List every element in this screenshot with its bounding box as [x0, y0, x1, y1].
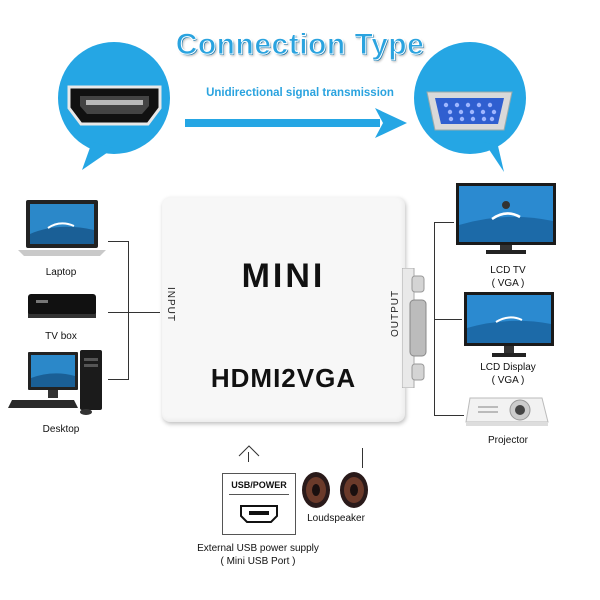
connector-line — [362, 448, 363, 468]
subtitle: Unidirectional signal transmission — [206, 87, 394, 99]
power-caption: External USB power supply ( Mini USB Por… — [178, 542, 338, 568]
output-label-lcd-tv: LCD TV ( VGA ) — [455, 264, 561, 290]
output-port-label: OUTPUT — [390, 289, 401, 337]
power-caption-sub: ( Mini USB Port ) — [220, 556, 296, 567]
vga-connector-icon — [426, 91, 513, 172]
page-title: Connection Type — [175, 28, 425, 62]
mini-usb-icon — [240, 505, 278, 523]
usb-power-port: USB/POWER — [222, 473, 296, 535]
connector-line — [108, 379, 128, 380]
input-port-label: INPUT — [165, 287, 176, 322]
up-arrow-icon — [238, 445, 260, 457]
connector-line — [434, 319, 462, 320]
lcd-tv-label: LCD TV — [490, 265, 526, 276]
connector-line — [108, 312, 160, 313]
input-label-tv-box: TV box — [45, 331, 77, 342]
tv-box-icon — [28, 294, 96, 318]
power-caption-text: External USB power supply — [197, 543, 319, 554]
hdmi2vga-converter: MINI HDMI2VGA INPUT OUTPUT — [162, 197, 405, 422]
lcd-display-label: LCD Display — [480, 362, 536, 373]
usb-power-label: USB/POWER — [231, 480, 287, 490]
loudspeaker-icon — [302, 472, 368, 508]
input-label-desktop: Desktop — [42, 424, 80, 435]
output-label-lcd-display: LCD Display ( VGA ) — [455, 361, 561, 387]
connector-line — [108, 241, 128, 242]
connector-line — [128, 241, 129, 380]
connector-line — [248, 452, 249, 462]
lcd-tv-icon — [456, 183, 556, 254]
lcd-display-sub: ( VGA ) — [491, 375, 525, 386]
hdmi-connector-bubble — [52, 42, 177, 170]
device-model: HDMI2VGA — [210, 363, 357, 393]
lcd-tv-sub: ( VGA ) — [491, 278, 525, 289]
output-label-projector: Projector — [487, 435, 528, 446]
device-brand: MINI — [241, 257, 326, 295]
hdmi-connector-icon — [67, 85, 162, 170]
arrow-right-icon — [185, 108, 407, 138]
laptop-icon — [18, 200, 106, 256]
connector-line — [434, 222, 435, 415]
connector-line — [434, 222, 454, 223]
connector-line — [434, 415, 464, 416]
lcd-display-icon — [464, 292, 554, 357]
input-label-laptop: Laptop — [45, 267, 77, 278]
projector-icon — [465, 397, 549, 426]
loudspeaker-label: Loudspeaker — [307, 513, 365, 524]
desktop-icon — [8, 350, 102, 415]
vga-port-icon — [402, 268, 427, 388]
vga-connector-bubble — [408, 42, 533, 177]
